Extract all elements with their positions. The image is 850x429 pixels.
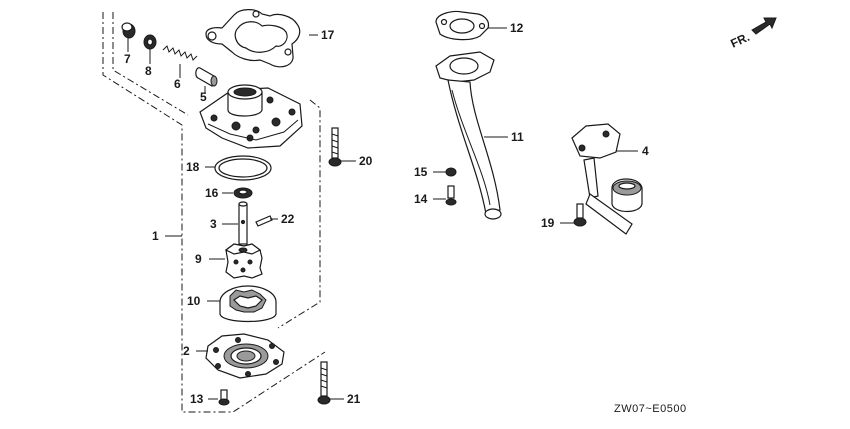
shaft-3-part[interactable]: [238, 201, 248, 245]
diagram-reference-code: ZW07~E0500: [614, 403, 687, 415]
cap-7-part[interactable]: [121, 22, 136, 39]
callout-18[interactable]: 18: [186, 160, 200, 174]
pump-cover-2-part[interactable]: [205, 333, 285, 379]
callout-19[interactable]: 19: [541, 216, 555, 230]
callout-4[interactable]: 4: [642, 144, 649, 158]
front-arrow-icon: [751, 17, 777, 35]
callout-1[interactable]: 1: [152, 229, 159, 243]
callout-13[interactable]: 13: [190, 392, 204, 406]
callout-11[interactable]: 11: [511, 130, 524, 144]
front-direction-label: FR.: [728, 30, 751, 51]
callout-2[interactable]: 2: [183, 344, 190, 358]
seal-16-part[interactable]: [233, 187, 253, 199]
bolt-19-part[interactable]: [573, 203, 587, 227]
assembly-bracket: [102, 12, 326, 413]
o-ring-18-part[interactable]: [214, 155, 272, 181]
bolt-13-part[interactable]: [218, 389, 230, 406]
callout-5[interactable]: 5: [200, 90, 207, 104]
callout-labels: 1 2 3 4 5 6 7 8 9 10 11 12 13 14 15 16 1…: [124, 21, 649, 406]
relief-valve-5-part[interactable]: [195, 67, 218, 87]
callout-6[interactable]: 6: [174, 77, 181, 91]
oil-strainer-4-part[interactable]: [571, 123, 643, 235]
washer-8-part[interactable]: [143, 34, 157, 50]
washer-15-part[interactable]: [445, 167, 457, 177]
spring-6-part[interactable]: [162, 45, 198, 61]
callout-17[interactable]: 17: [321, 28, 335, 42]
inner-rotor-9-part[interactable]: [224, 243, 263, 279]
callout-15[interactable]: 15: [414, 165, 428, 179]
callout-9[interactable]: 9: [195, 252, 202, 266]
callout-12[interactable]: 12: [510, 21, 524, 35]
leader-lines: [127, 27, 638, 400]
callout-16[interactable]: 16: [205, 186, 219, 200]
bolt-21-part[interactable]: [317, 361, 331, 405]
callout-21[interactable]: 21: [347, 392, 361, 406]
callout-22[interactable]: 22: [281, 212, 295, 226]
callout-3[interactable]: 3: [210, 217, 217, 231]
gasket-17-part[interactable]: [205, 9, 301, 68]
pin-22-part[interactable]: [255, 215, 273, 227]
callout-14[interactable]: 14: [414, 192, 428, 206]
callout-8[interactable]: 8: [145, 64, 152, 78]
outer-rotor-10-part[interactable]: [219, 285, 277, 323]
callout-10[interactable]: 10: [187, 294, 201, 308]
front-direction-indicator: FR.: [728, 17, 777, 51]
pump-body-part[interactable]: [199, 84, 303, 149]
callout-7[interactable]: 7: [124, 52, 131, 66]
callout-20[interactable]: 20: [359, 154, 373, 168]
gasket-12-part[interactable]: [435, 10, 490, 41]
bolt-20-part[interactable]: [328, 127, 342, 167]
oil-pipe-11-part[interactable]: [435, 51, 502, 220]
bolt-14-part[interactable]: [445, 185, 457, 206]
